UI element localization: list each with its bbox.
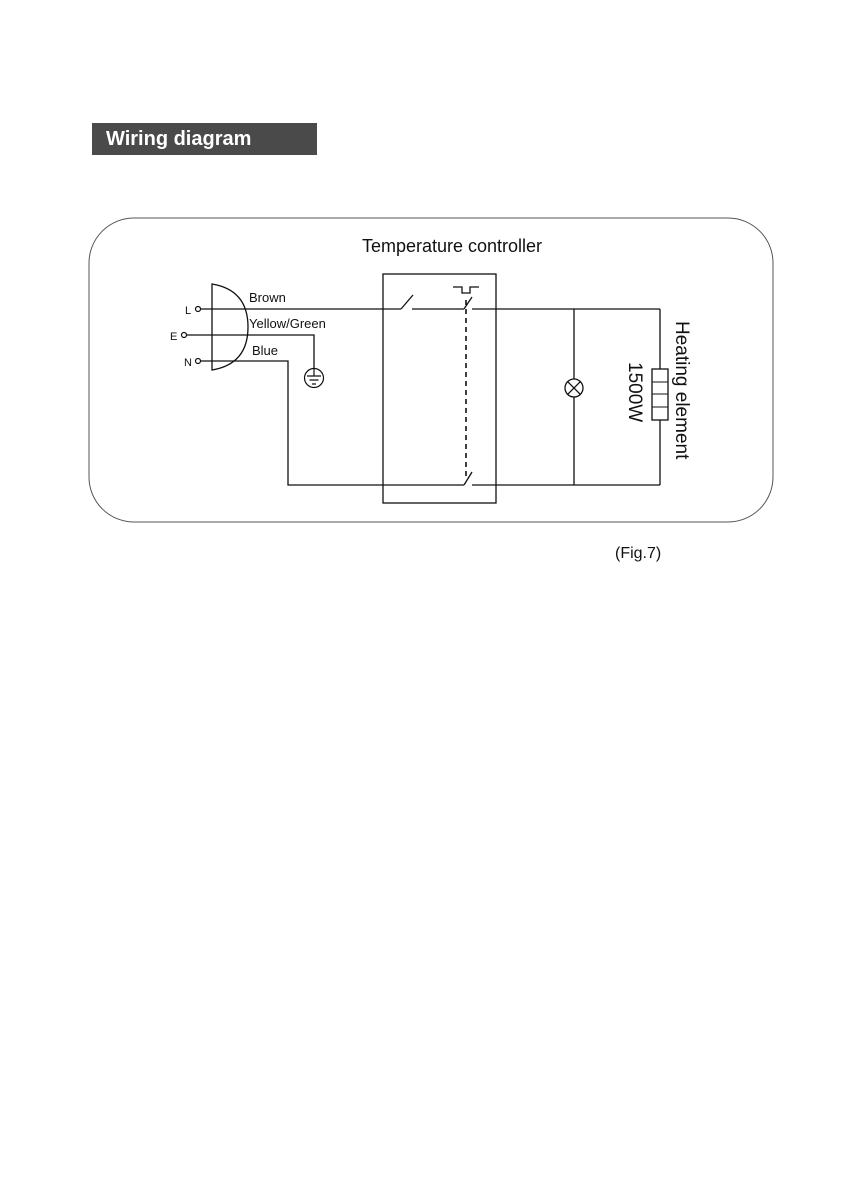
wire-earth-label: Yellow/Green — [249, 316, 326, 331]
wire-neutral-label: Blue — [252, 343, 278, 358]
controller-label: Temperature controller — [362, 236, 542, 256]
wire-neutral — [201, 361, 464, 485]
heating-element-power: 1500W — [624, 362, 645, 422]
terminal-earth-label: E — [170, 331, 177, 343]
wire-earth — [187, 335, 314, 368]
heating-element-label: Heating element — [671, 321, 692, 460]
wiring-diagram: Temperature controller L E N Brown Yello… — [0, 0, 842, 600]
figure-caption: (Fig.7) — [615, 545, 661, 563]
terminal-live-label: L — [185, 305, 191, 317]
wire-live-label: Brown — [249, 290, 286, 305]
controller-switch-main — [401, 295, 413, 309]
plug-symbol — [212, 284, 248, 370]
thermostat-switch-symbol — [453, 287, 479, 293]
terminal-earth-dot — [182, 333, 187, 338]
terminal-neutral-dot — [196, 359, 201, 364]
diagram-frame — [89, 218, 773, 522]
terminal-live-dot — [196, 307, 201, 312]
terminal-neutral-label: N — [184, 357, 192, 369]
